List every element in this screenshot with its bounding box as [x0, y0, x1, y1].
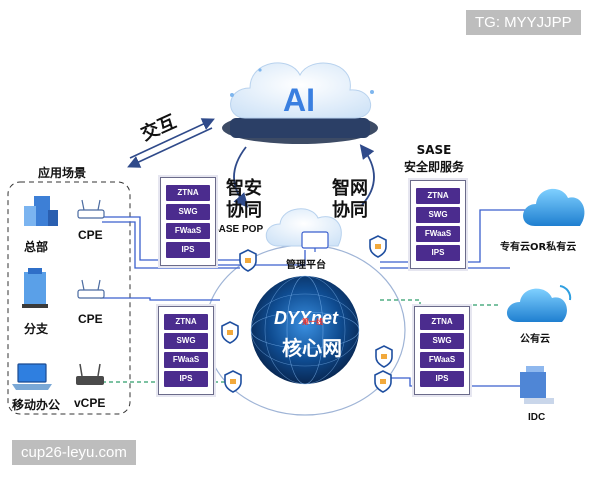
- core-network-label: 核心网: [282, 336, 342, 360]
- sase-title: SASE 安全即服务: [404, 143, 465, 174]
- service-fwaas: FWaaS: [164, 352, 208, 368]
- watermark-tg: TG: MYYJJPP: [466, 10, 581, 35]
- cpe-antennas: [81, 199, 101, 291]
- service-ips: IPS: [166, 242, 210, 258]
- site-mobile-label: 移动办公: [12, 398, 61, 412]
- idc-icon: [520, 366, 554, 404]
- branch-building-icon: [22, 268, 48, 308]
- coop-arrows: [233, 144, 375, 208]
- service-ztna: ZTNA: [164, 314, 208, 330]
- network-coop-label: 智网 协同: [332, 178, 368, 221]
- site-branch-label: 分支: [24, 322, 49, 336]
- private-cloud-label: 专有云OR私有云: [500, 242, 577, 253]
- service-fwaas: FWaaS: [420, 352, 464, 368]
- scenarios-title: 应用场景: [38, 166, 87, 180]
- private-cloud-icon: [523, 188, 585, 226]
- service-ips: IPS: [416, 245, 460, 261]
- service-panel-left-top: ZTNA SWG FWaaS IPS: [160, 177, 216, 266]
- service-fwaas: FWaaS: [416, 226, 460, 242]
- public-cloud-link: [380, 299, 500, 306]
- public-cloud-label: 公有云: [520, 334, 550, 345]
- service-ips: IPS: [420, 371, 464, 387]
- idc-label: IDC: [528, 412, 546, 423]
- core-globe: [250, 275, 360, 385]
- service-fwaas: FWaaS: [166, 223, 210, 239]
- core-logo: DYXnet: [274, 308, 339, 328]
- site-branch-device: CPE: [78, 312, 103, 326]
- interaction-arrows: [127, 118, 215, 168]
- service-ips: IPS: [164, 371, 208, 387]
- security-coop-label: 智安 协同: [226, 178, 262, 221]
- service-ztna: ZTNA: [416, 188, 460, 204]
- site-hq-label: 总部: [24, 240, 49, 254]
- ai-label: AI: [283, 82, 315, 118]
- ai-cloud: [222, 62, 378, 144]
- service-panel-right-bottom: ZTNA SWG FWaaS IPS: [414, 306, 470, 395]
- cpe-devices: [77, 209, 105, 299]
- shield-locks: [227, 244, 387, 384]
- site-mobile-device: vCPE: [74, 396, 106, 410]
- service-panel-left-bottom: ZTNA SWG FWaaS IPS: [158, 306, 214, 395]
- service-ztna: ZTNA: [166, 185, 210, 201]
- vcpe-device: [76, 363, 104, 385]
- laptop-icon: [12, 363, 52, 390]
- service-swg: SWG: [164, 333, 208, 349]
- service-panel-right-top: ZTNA SWG FWaaS IPS: [410, 180, 466, 269]
- management-platform-label: 管理平台: [286, 260, 326, 271]
- sase-pop-label: SASE POP: [212, 224, 264, 235]
- core-logo-tag: 第一线: [302, 318, 323, 326]
- site-hq-device: CPE: [78, 228, 103, 242]
- service-swg: SWG: [416, 207, 460, 223]
- hq-building-icon: [24, 196, 58, 226]
- service-swg: SWG: [420, 333, 464, 349]
- service-swg: SWG: [166, 204, 210, 220]
- service-ztna: ZTNA: [420, 314, 464, 330]
- watermark-site: cup26-leyu.com: [12, 440, 136, 465]
- public-cloud-icon: [506, 285, 572, 322]
- management-cloud: [265, 208, 342, 252]
